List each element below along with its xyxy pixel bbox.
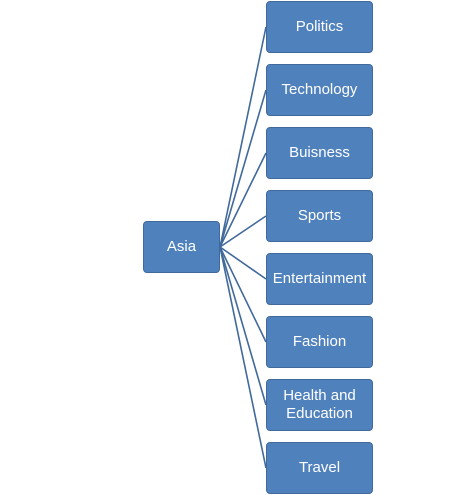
connector-health-and-education [219, 246, 267, 406]
child-node-health-and-education: Health and Education [266, 379, 373, 431]
connector-fashion [219, 246, 267, 343]
child-node-sports: Sports [266, 190, 373, 242]
connector-entertainment [219, 246, 267, 280]
connector-sports [219, 215, 267, 248]
child-node-fashion: Fashion [266, 316, 373, 368]
child-node-entertainment: Entertainment [266, 253, 373, 305]
child-node-technology: Technology [266, 64, 373, 116]
child-node-politics: Politics [266, 1, 373, 53]
connector-travel [219, 246, 267, 469]
connector-buisness [219, 152, 267, 248]
child-node-travel: Travel [266, 442, 373, 494]
connector-technology [219, 89, 267, 248]
root-node-asia: Asia [143, 221, 220, 273]
connector-politics [219, 26, 267, 248]
child-node-buisness: Buisness [266, 127, 373, 179]
